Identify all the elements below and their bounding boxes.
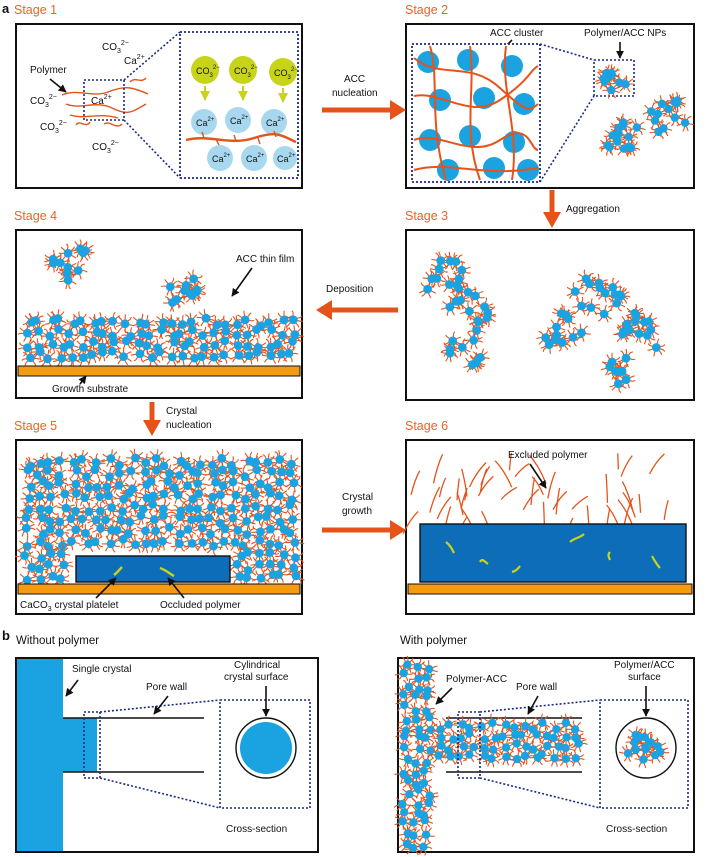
svg-text:Ca2+: Ca2+ <box>277 153 296 164</box>
without-polymer-panel: Single crystal Pore wall Cylindrical cry… <box>15 657 319 853</box>
with-polymer-title: With polymer <box>400 635 467 647</box>
stage1-title: Stage 1 <box>14 3 57 17</box>
arrow-deposition: Deposition <box>316 284 398 320</box>
svg-text:Ca2+: Ca2+ <box>196 117 215 128</box>
svg-text:Ca2+: Ca2+ <box>124 54 145 67</box>
panel-a-label: a <box>2 1 10 16</box>
cross-section-label-1: Cross-section <box>226 824 287 835</box>
acc-cluster-label: ACC cluster <box>490 28 544 39</box>
svg-text:Ca2+: Ca2+ <box>212 153 231 164</box>
cross-section-label-2: Cross-section <box>606 824 667 835</box>
svg-text:CO32−: CO32− <box>30 94 57 109</box>
pore-wall-label-2: Pore wall <box>516 682 557 693</box>
with-polymer-panel: Polymer-ACC Pore wall Polymer/ACC surfac… <box>393 655 695 856</box>
co3-ion-label-4: CO32− <box>92 140 119 155</box>
svg-text:Ca2+: Ca2+ <box>91 94 112 107</box>
crystal-platelet-6 <box>419 523 687 583</box>
stage3-content <box>418 251 666 394</box>
stage6-title: Stage 6 <box>405 419 448 433</box>
svg-text:Ca2+: Ca2+ <box>246 153 265 164</box>
panel-b-label: b <box>2 628 10 643</box>
surface-label-1: Polymer/ACC <box>614 660 675 671</box>
single-crystal-block <box>17 659 63 851</box>
arrow-crystal-growth: Crystal growth <box>322 492 406 540</box>
substrate-label: Growth substrate <box>52 384 129 395</box>
polymer-acc-label: Polymer-ACC <box>446 674 507 685</box>
svg-text:nucleation: nucleation <box>166 420 212 431</box>
arrow-nucleation: ACC nucleation <box>322 74 406 120</box>
stage3-title: Stage 3 <box>405 209 448 223</box>
single-crystal-label: Single crystal <box>72 664 131 675</box>
co3-ion-label-3: CO32− <box>40 120 67 135</box>
co3-ion-label-2: CO32− <box>30 94 57 109</box>
stage2-content: ACC cluster Polymer/ACC NPs <box>411 28 694 183</box>
platelet-label: CaCO3 crystal platelet <box>20 600 119 613</box>
svg-text:Crystal: Crystal <box>342 492 373 503</box>
pore-wall-label-1: Pore wall <box>146 682 187 693</box>
svg-text:CO32−: CO32− <box>102 40 129 55</box>
svg-text:CO32−: CO32− <box>92 140 119 155</box>
svg-text:Crystal: Crystal <box>166 406 197 417</box>
cylindrical-label-2: crystal surface <box>224 672 289 683</box>
without-polymer-title: Without polymer <box>16 635 99 647</box>
excluded-label: Excluded polymer <box>508 450 588 461</box>
polymer-pointer <box>49 78 67 93</box>
stage2-title: Stage 2 <box>405 3 448 17</box>
svg-text:nucleation: nucleation <box>332 88 378 99</box>
svg-text:Ca2+: Ca2+ <box>266 117 285 128</box>
surface-label-2: surface <box>628 672 661 683</box>
growth-substrate <box>17 365 301 377</box>
svg-text:Aggregation: Aggregation <box>566 204 620 215</box>
arrow-aggregation: Aggregation <box>543 190 620 228</box>
arrow-crystal-nucleation: Crystal nucleation <box>143 402 212 436</box>
co3-ion-label: CO32− <box>102 40 129 55</box>
stage4-content: ACC thin film Growth substrate <box>17 239 304 395</box>
polymer-label: Polymer <box>30 65 67 76</box>
svg-text:Deposition: Deposition <box>326 284 373 295</box>
stage5-content: CaCO3 crystal platelet Occluded polymer <box>14 448 305 613</box>
ca-ion-label: Ca2+ <box>124 54 145 67</box>
stage6-content: Excluded polymer <box>402 450 693 595</box>
svg-text:growth: growth <box>342 506 372 517</box>
thin-film-label: ACC thin film <box>236 254 294 265</box>
stage1-content: Polymer CO32− Ca2+ CO32− CO32− CO32− Ca2… <box>30 31 299 179</box>
svg-text:ACC: ACC <box>344 74 365 85</box>
svg-text:CO32−: CO32− <box>40 120 67 135</box>
occluded-label: Occluded polymer <box>160 600 241 611</box>
svg-text:Ca2+: Ca2+ <box>230 115 249 126</box>
ca-ion-small: Ca2+ <box>91 94 112 107</box>
crystal-platelet-5 <box>75 555 231 583</box>
nps-label: Polymer/ACC NPs <box>584 28 666 39</box>
cylindrical-label-1: Cylindrical <box>234 660 280 671</box>
stage4-title: Stage 4 <box>14 209 57 223</box>
stage5-title: Stage 5 <box>14 419 57 433</box>
